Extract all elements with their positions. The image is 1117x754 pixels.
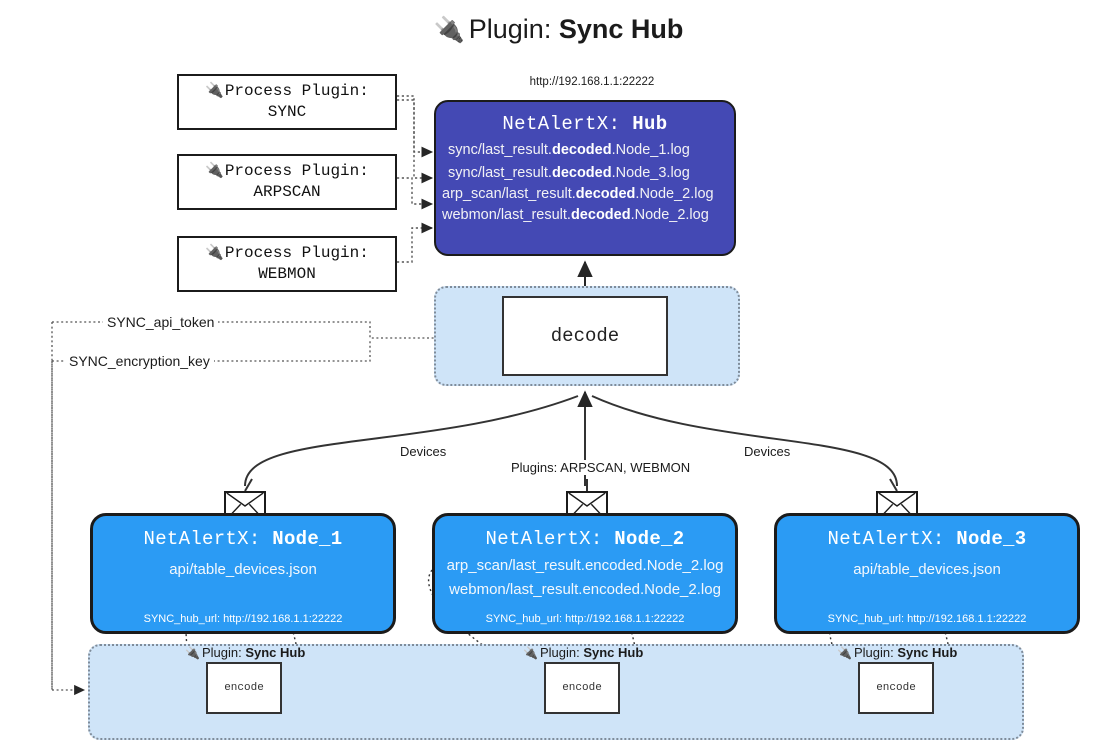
- hub-log-em: decoded: [551, 165, 612, 181]
- hub-log-post: .Node_2.log: [635, 186, 714, 202]
- edge-label-devices-right: Devices: [739, 444, 796, 459]
- hub-url-label: http://192.168.1.1:22222: [529, 76, 655, 88]
- hub-title-name: Hub: [632, 113, 668, 135]
- plug-icon: 🔌: [837, 646, 852, 660]
- hub-title: NetAlertX: Hub: [436, 113, 734, 135]
- node-resource-line: arp_scan/last_result.encoded.Node_2.log: [446, 557, 724, 574]
- node-title: NetAlertX: Node_1: [93, 528, 393, 550]
- node-box-node-1[interactable]: NetAlertX: Node_1 api/table_devices.json…: [90, 513, 396, 634]
- node-title-name: Node_2: [614, 528, 685, 550]
- plug-icon: 🔌: [185, 646, 200, 660]
- encode-plugin-label: 🔌Plugin: Sync Hub: [185, 645, 305, 660]
- hub-log-post: .Node_2.log: [630, 207, 709, 223]
- plug-icon: 🔌: [205, 160, 224, 179]
- hub-title-prefix: NetAlertX:: [502, 113, 633, 135]
- edge-label-plugins: Plugins: ARPSCAN, WEBMON: [506, 460, 696, 475]
- hub-log-post: .Node_1.log: [611, 142, 690, 158]
- process-plugin-arpscan-box[interactable]: 🔌Process Plugin: ARPSCAN: [177, 154, 397, 210]
- hub-log-pre: sync/last_result.: [448, 165, 552, 181]
- node-title-name: Node_1: [272, 528, 343, 550]
- hub-log-pre: webmon/last_result.: [442, 207, 571, 223]
- node-title: NetAlertX: Node_2: [435, 528, 735, 550]
- encode-plugin-prefix: Plugin:: [853, 645, 898, 660]
- plug-icon: 🔌: [523, 646, 538, 660]
- hub-log-line: sync/last_result.decoded.Node_3.log: [436, 165, 734, 181]
- sync-encryption-key-label: SYNC_encryption_key: [65, 353, 214, 369]
- process-plugin-webmon-box[interactable]: 🔌Process Plugin: WEBMON: [177, 236, 397, 292]
- hub-log-em: decoded: [551, 142, 612, 158]
- node-title-prefix: NetAlertX:: [827, 528, 957, 550]
- node-box-node-2[interactable]: NetAlertX: Node_2 arp_scan/last_result.e…: [432, 513, 738, 634]
- node-hub-url-label: SYNC_hub_url: http://192.168.1.1:22222: [827, 613, 1027, 625]
- hub-log-line: webmon/last_result.decoded.Node_2.log: [436, 207, 734, 223]
- node-resource-line: webmon/last_result.encoded.Node_2.log: [449, 581, 721, 598]
- plug-icon: 🔌: [205, 80, 224, 99]
- process-plugin-label: Process Plugin:: [224, 81, 369, 100]
- encode-plugin-name: Sync Hub: [897, 645, 958, 660]
- encode-plugin-prefix: Plugin:: [201, 645, 246, 660]
- node-hub-url-label: SYNC_hub_url: http://192.168.1.1:22222: [143, 613, 343, 625]
- page-title-name: Sync Hub: [558, 14, 684, 44]
- process-plugin-label: Process Plugin:: [224, 243, 369, 262]
- hub-node-box[interactable]: NetAlertX: Hub sync/last_result.decoded.…: [434, 100, 736, 256]
- node-title: NetAlertX: Node_3: [777, 528, 1077, 550]
- process-plugin-name: WEBMON: [258, 265, 316, 283]
- hub-log-em: decoded: [570, 207, 631, 223]
- encode-box-node-3[interactable]: encode: [858, 662, 934, 714]
- encode-plugin-label: 🔌Plugin: Sync Hub: [837, 645, 957, 660]
- hub-log-line: arp_scan/last_result.decoded.Node_2.log: [436, 186, 734, 202]
- plug-icon: 🔌: [433, 16, 465, 44]
- hub-log-post: .Node_3.log: [611, 165, 690, 181]
- process-plugin-name: ARPSCAN: [253, 183, 321, 201]
- edge-label-devices-left: Devices: [395, 444, 452, 459]
- node-box-node-3[interactable]: NetAlertX: Node_3 api/table_devices.json…: [774, 513, 1080, 634]
- node-resource-line: api/table_devices.json: [169, 561, 317, 578]
- node-resource-line: api/table_devices.json: [853, 561, 1001, 578]
- hub-log-pre: arp_scan/last_result.: [442, 186, 576, 202]
- process-plugin-label: Process Plugin:: [224, 161, 369, 180]
- encode-box-node-2[interactable]: encode: [544, 662, 620, 714]
- encode-plugin-prefix: Plugin:: [539, 645, 584, 660]
- process-plugin-name: SYNC: [267, 103, 307, 121]
- encode-plugin-name: Sync Hub: [245, 645, 306, 660]
- process-plugin-sync-box[interactable]: 🔌Process Plugin: SYNC: [177, 74, 397, 130]
- node-title-prefix: NetAlertX:: [143, 528, 273, 550]
- decode-box[interactable]: decode: [502, 296, 668, 376]
- encode-plugin-label: 🔌Plugin: Sync Hub: [523, 645, 643, 660]
- node-title-name: Node_3: [956, 528, 1027, 550]
- encode-box-node-1[interactable]: encode: [206, 662, 282, 714]
- hub-log-pre: sync/last_result.: [448, 142, 552, 158]
- encode-plugin-name: Sync Hub: [583, 645, 644, 660]
- page-title: 🔌Plugin: Sync Hub: [0, 14, 1117, 45]
- page-title-prefix: Plugin:: [468, 14, 559, 44]
- plug-icon: 🔌: [205, 242, 224, 261]
- sync-api-token-label: SYNC_api_token: [103, 314, 219, 330]
- hub-log-line: sync/last_result.decoded.Node_1.log: [436, 142, 734, 158]
- node-title-prefix: NetAlertX:: [485, 528, 615, 550]
- hub-log-em: decoded: [575, 186, 636, 202]
- node-hub-url-label: SYNC_hub_url: http://192.168.1.1:22222: [485, 613, 685, 625]
